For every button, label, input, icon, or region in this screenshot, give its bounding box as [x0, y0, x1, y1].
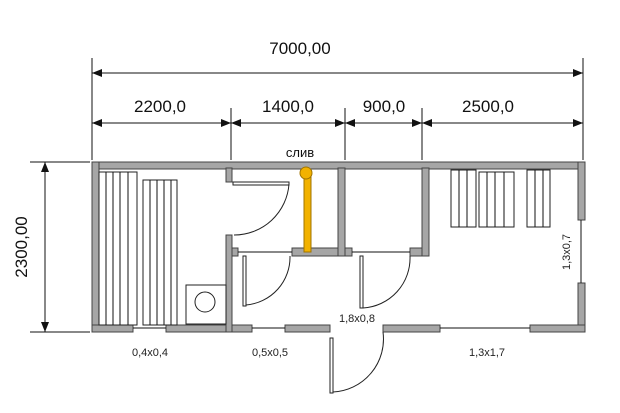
segment-label-2: 1400,0 [262, 97, 314, 116]
outer-walls [91, 161, 586, 333]
segment-label-3: 900,0 [363, 97, 406, 116]
sauna-bench-lower [98, 171, 138, 326]
window-sauna-label: 0,4x0,4 [132, 347, 168, 359]
height-dimension: 2300,00 [12, 161, 90, 333]
door-washroom[interactable] [238, 251, 292, 307]
segment-dimensions: 2200,0 1400,0 900,0 2500,0 [92, 97, 583, 160]
segment-label-4: 2500,0 [462, 97, 514, 116]
total-width-label: 7000,00 [269, 39, 330, 58]
window-wash-label: 0,5x0,5 [252, 347, 288, 359]
window-rest-side: 1,3x0,7 [561, 220, 582, 283]
rest-room-furniture [450, 169, 551, 228]
drain-pipe: слив [286, 145, 314, 253]
door-hall[interactable]: 1,8x0,8 [339, 251, 411, 325]
window-rest-bottom: 1,3x1,7 [440, 327, 530, 359]
entrance-door-label: 1,8x0,8 [339, 313, 375, 325]
drain-label: слив [286, 145, 314, 160]
entrance-door[interactable] [329, 331, 384, 394]
door-sauna[interactable] [232, 181, 290, 236]
total-width-dimension: 7000,00 [91, 39, 584, 160]
window-rest-side-label: 1,3x0,7 [561, 234, 573, 270]
window-sauna: 0,4x0,4 [132, 327, 168, 359]
window-wash: 0,5x0,5 [252, 327, 288, 359]
window-rest-bottom-label: 1,3x1,7 [469, 347, 505, 359]
inner-walls [225, 167, 430, 333]
segment-label-1: 2200,0 [134, 97, 186, 116]
stove [185, 284, 227, 325]
height-label: 2300,00 [12, 216, 31, 277]
sauna-bench-upper [142, 179, 178, 326]
